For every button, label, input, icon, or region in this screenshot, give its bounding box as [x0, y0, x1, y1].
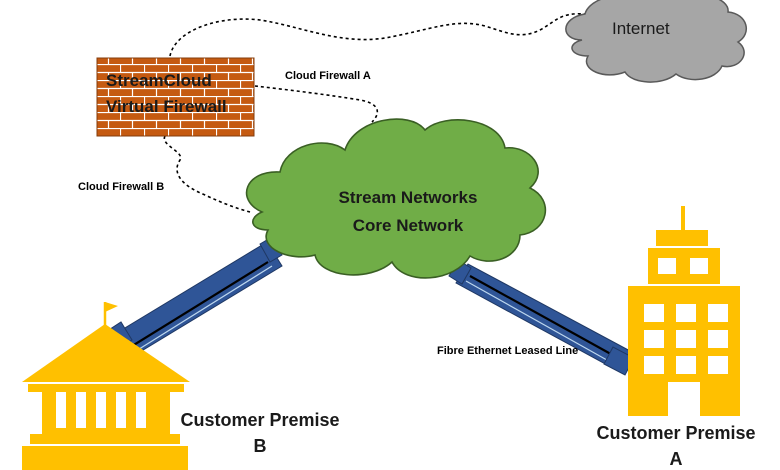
- customer-a-line1: Customer Premise: [596, 423, 756, 443]
- cloud-firewall-b-label: Cloud Firewall B: [78, 181, 165, 193]
- customer-b-line1: Customer Premise: [180, 410, 340, 430]
- core-network-title: Stream Networks Core Network: [318, 184, 498, 240]
- internet-link: [169, 12, 586, 57]
- leased-line-label: Fibre Ethernet Leased Line: [437, 345, 579, 357]
- cloud-firewall-b-link: [163, 135, 251, 213]
- firewall-line1: StreamCloud: [106, 71, 212, 90]
- core-network-cloud: [245, 118, 547, 279]
- customer-b-label: Customer Premise B: [170, 407, 350, 459]
- cloud-firewall-a-link: [254, 85, 379, 123]
- firewall-wall: [96, 57, 255, 137]
- customer-b-building: [22, 302, 190, 470]
- customer-a-label: Customer Premise A: [586, 420, 766, 470]
- core-line2: Core Network: [352, 216, 464, 235]
- customer-a-building: [628, 206, 740, 416]
- customer-a-line2: A: [669, 449, 683, 469]
- customer-b-line2: B: [253, 436, 267, 456]
- fibre-cable-a: [448, 259, 635, 376]
- firewall-title: StreamCloud Virtual Firewall: [106, 68, 227, 120]
- firewall-line2: Virtual Firewall: [106, 97, 227, 116]
- core-line1: Stream Networks: [338, 188, 478, 207]
- internet-label: Internet: [612, 19, 670, 38]
- cloud-firewall-a-label: Cloud Firewall A: [285, 70, 371, 82]
- internet-cloud: [565, 0, 748, 83]
